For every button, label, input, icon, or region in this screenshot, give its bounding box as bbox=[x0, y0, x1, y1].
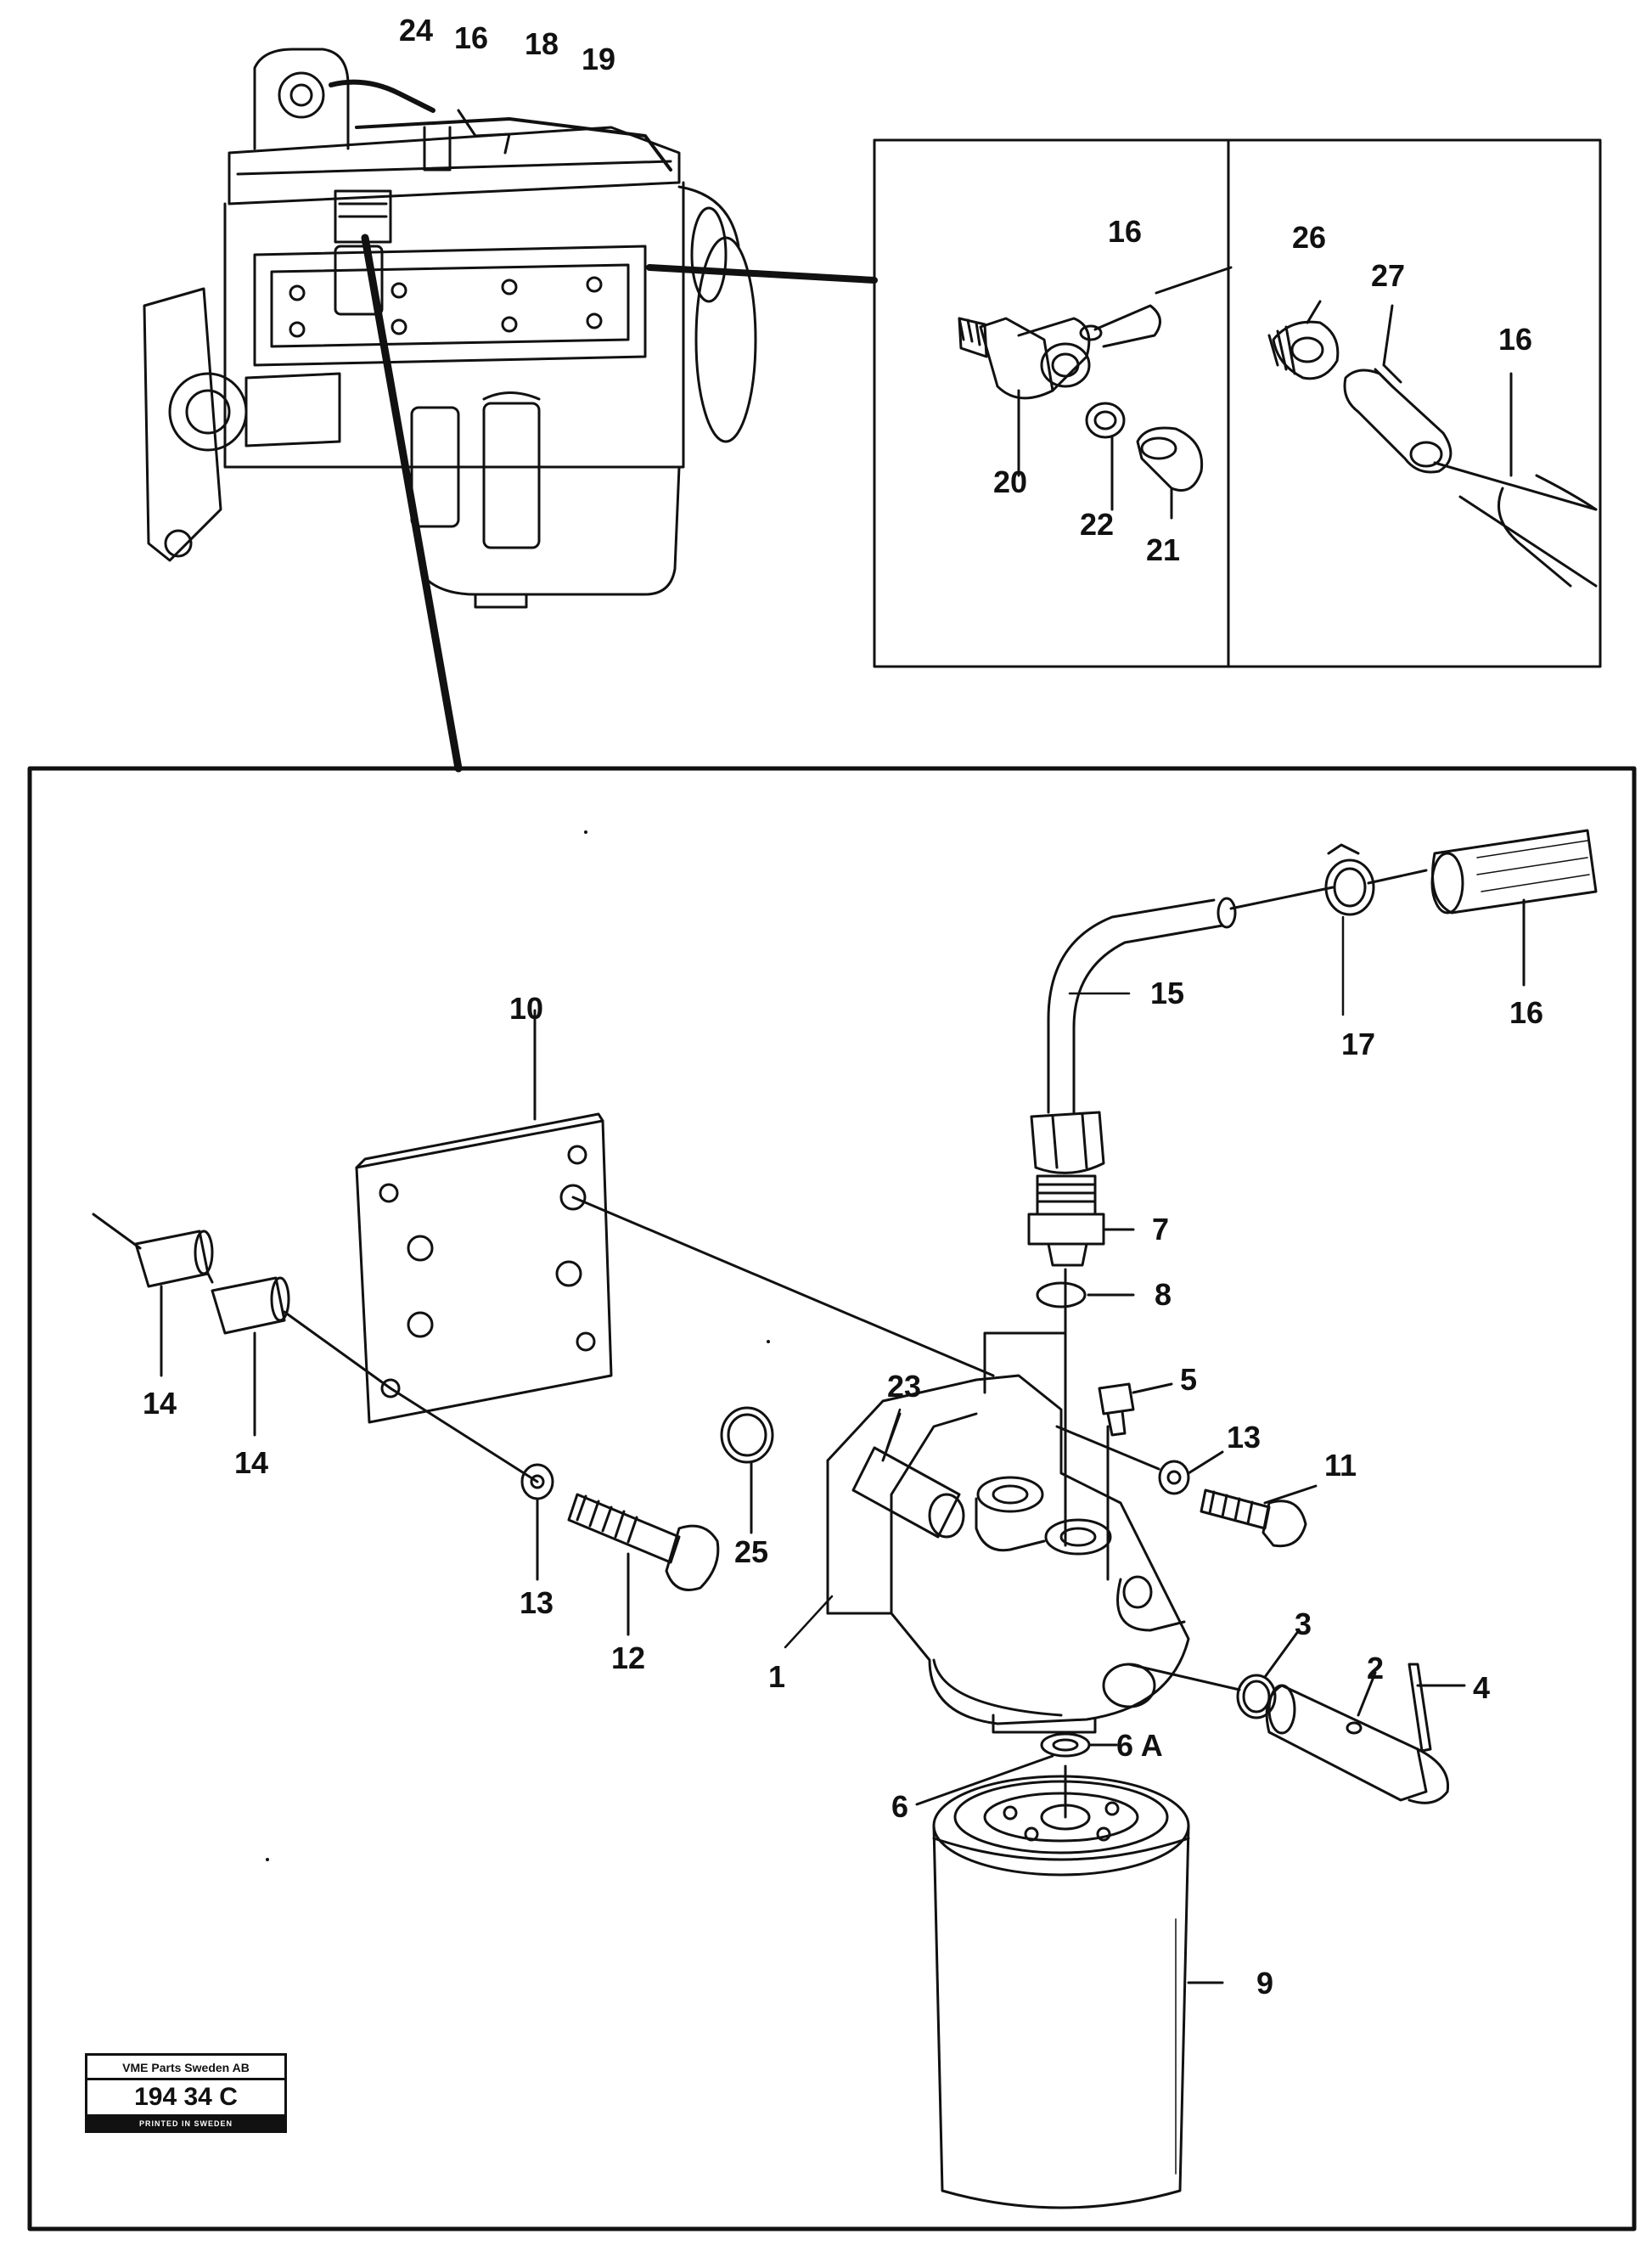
callout-8: 8 bbox=[1155, 1277, 1172, 1312]
detail-inset bbox=[873, 138, 1602, 668]
callout-13: 13 bbox=[520, 1585, 553, 1620]
pivot-pin bbox=[1265, 1671, 1450, 1804]
union-nipple bbox=[1027, 1174, 1135, 1267]
callout-15: 15 bbox=[1150, 976, 1184, 1010]
plug-screw bbox=[1098, 1382, 1173, 1437]
gasket bbox=[1040, 1732, 1091, 1758]
seal-3 bbox=[1236, 1674, 1277, 1719]
engine-overview bbox=[143, 48, 878, 773]
company-name: VME Parts Sweden AB bbox=[87, 2057, 284, 2080]
filter-head bbox=[826, 1268, 1190, 1734]
hose-clamp bbox=[1324, 843, 1428, 916]
callout-16: 16 bbox=[1498, 322, 1532, 357]
title-stamp: VME Parts Sweden AB 194 34 C PRINTED IN … bbox=[85, 2053, 287, 2133]
callout-14: 14 bbox=[143, 1386, 177, 1421]
oil-pipe bbox=[1030, 886, 1335, 1174]
bolt-right bbox=[1200, 1484, 1318, 1548]
callout-5: 5 bbox=[1180, 1362, 1197, 1397]
callout-16: 16 bbox=[1108, 214, 1142, 249]
callout-2: 2 bbox=[1367, 1651, 1384, 1685]
callout-16: 16 bbox=[454, 20, 488, 55]
printed-in: PRINTED IN SWEDEN bbox=[87, 2114, 284, 2130]
callout-16: 16 bbox=[1509, 995, 1543, 1030]
callout-23: 23 bbox=[887, 1369, 921, 1404]
main-frame bbox=[27, 766, 1637, 2231]
callout-3: 3 bbox=[1295, 1607, 1312, 1641]
callout-24: 24 bbox=[399, 13, 433, 48]
callout-27: 27 bbox=[1371, 258, 1405, 293]
callout-19: 19 bbox=[582, 42, 615, 76]
callout-20: 20 bbox=[993, 464, 1027, 499]
callout-7: 7 bbox=[1152, 1212, 1169, 1246]
hose bbox=[1430, 829, 1598, 987]
callout-14: 14 bbox=[234, 1445, 268, 1480]
callout-22: 22 bbox=[1080, 507, 1114, 542]
drawing-number: 194 34 C bbox=[134, 2083, 238, 2111]
callout-10: 10 bbox=[509, 991, 543, 1026]
callout-9: 9 bbox=[1256, 1966, 1273, 2001]
callout-6: 6 bbox=[891, 1789, 908, 1824]
oil-filter bbox=[932, 1764, 1224, 2209]
callout-21: 21 bbox=[1146, 532, 1180, 567]
callout-18: 18 bbox=[525, 26, 559, 61]
washer-right bbox=[1158, 1460, 1190, 1495]
callout-26: 26 bbox=[1292, 220, 1326, 255]
callout-17: 17 bbox=[1341, 1027, 1375, 1061]
callout-13: 13 bbox=[1227, 1420, 1261, 1455]
specks bbox=[266, 830, 770, 1861]
callout-25: 25 bbox=[734, 1534, 768, 1569]
callout-6A: 6 A bbox=[1116, 1728, 1163, 1763]
mounting-plate bbox=[355, 1009, 995, 1424]
callout-4: 4 bbox=[1473, 1670, 1490, 1705]
split-pin bbox=[1408, 1663, 1466, 1753]
bolt bbox=[567, 1493, 720, 1636]
callout-1: 1 bbox=[768, 1659, 785, 1694]
callout-11: 11 bbox=[1324, 1448, 1357, 1483]
o-ring bbox=[720, 1406, 774, 1464]
spacer-sleeves bbox=[92, 1213, 392, 1437]
seal-ring bbox=[1036, 1281, 1087, 1308]
callout-12: 12 bbox=[611, 1640, 645, 1675]
